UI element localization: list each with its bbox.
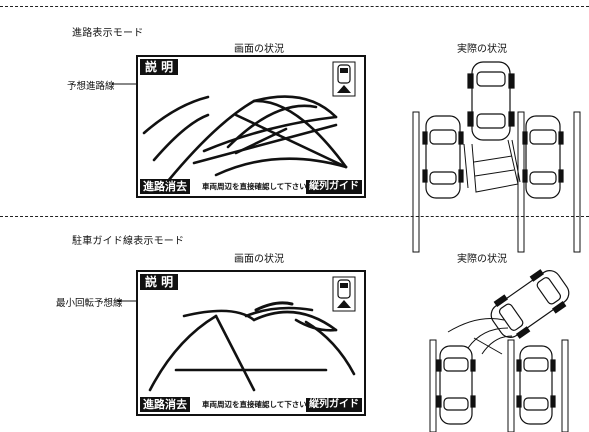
vehicle-indicator-icon — [332, 61, 356, 97]
vehicle-indicator-icon — [332, 276, 356, 312]
erase-course-button[interactable]: 進路消去 — [140, 179, 190, 194]
parked-car-left — [422, 115, 464, 199]
screen-display: 説 明 進路消去 車両周辺を直接確認して下さい 縦列ガイド — [136, 270, 366, 416]
explain-button[interactable]: 説 明 — [140, 274, 179, 290]
top-dashed-divider — [0, 6, 589, 7]
parked-car-right — [522, 115, 564, 199]
actual-situation-diagram-1 — [412, 61, 581, 253]
parallel-guide-button[interactable]: 縦列ガイド — [306, 398, 362, 412]
screen-caption: 画面の状況 — [234, 44, 284, 55]
guide-lines — [148, 301, 356, 392]
parked-car-right — [516, 345, 556, 425]
explain-button[interactable]: 説 明 — [140, 59, 179, 75]
projected-course-area — [463, 139, 521, 193]
course-lines — [142, 95, 348, 183]
check-surroundings-message: 車両周辺を直接確認して下さい — [202, 182, 307, 191]
parked-car-left — [436, 345, 476, 425]
actual-caption: 実際の状況 — [457, 254, 507, 265]
check-surroundings-message: 車両周辺を直接確認して下さい — [202, 400, 307, 409]
erase-course-button[interactable]: 進路消去 — [140, 397, 190, 412]
actual-situation-diagram-2 — [429, 269, 570, 432]
guide-arcs — [447, 318, 513, 355]
mode-title-guide: 駐車ガイド線表示モード — [72, 236, 185, 247]
mode-title-course: 進路表示モード — [72, 28, 144, 39]
parallel-guide-button[interactable]: 縦列ガイド — [306, 180, 362, 194]
reversing-car — [490, 269, 570, 339]
actual-caption: 実際の状況 — [457, 44, 507, 55]
reversing-car — [467, 61, 515, 141]
screen-display: 説 明 進路消去 車両周辺を直接確認して下さい 縦列ガイド — [136, 55, 366, 198]
callout-label: 最小回転予想線 — [56, 298, 123, 309]
callout-label: 予想進路線 — [67, 81, 115, 92]
middle-dashed-divider — [0, 216, 589, 217]
screen-caption: 画面の状況 — [234, 254, 284, 265]
